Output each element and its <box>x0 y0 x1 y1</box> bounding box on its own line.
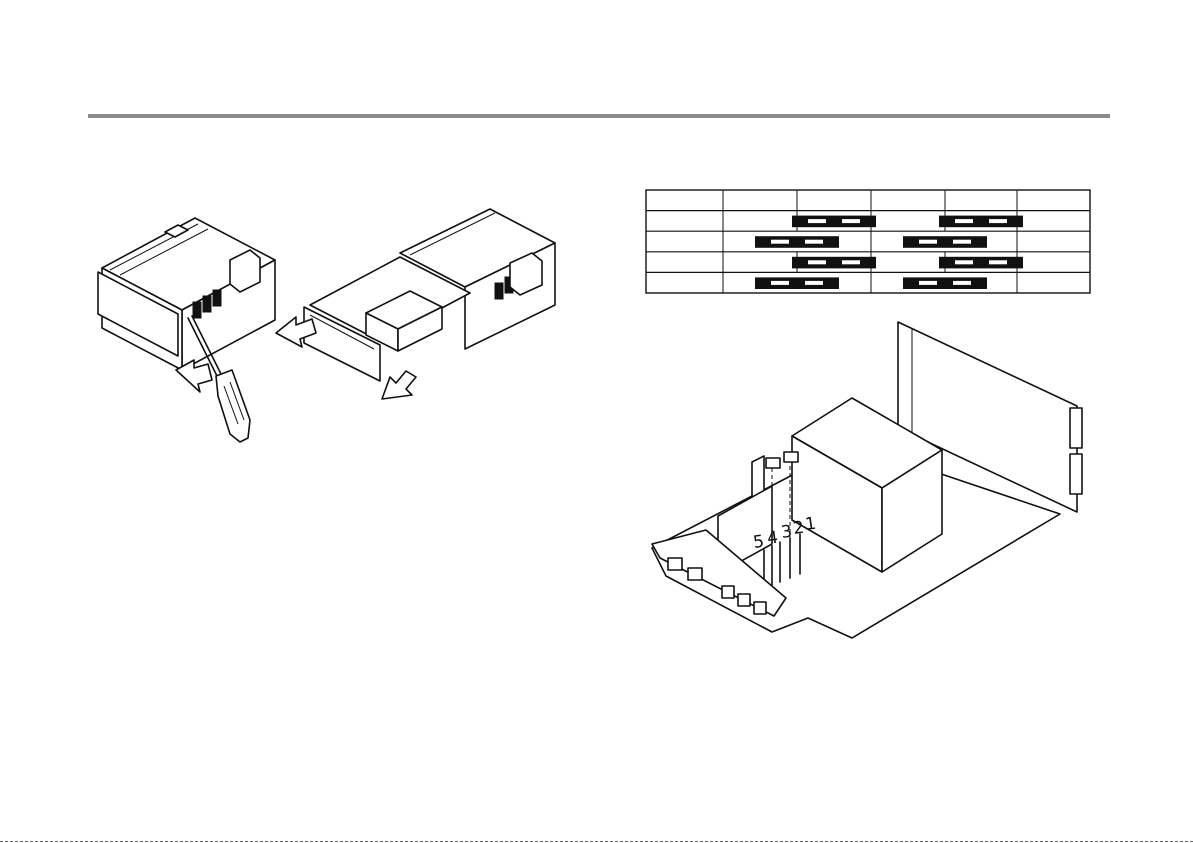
jumper-contact <box>805 281 823 285</box>
jumper-contact <box>919 240 937 244</box>
jumper-body <box>903 277 987 289</box>
jumper-body <box>755 236 839 248</box>
jumper-configuration-table <box>645 189 1091 293</box>
jumper-contact <box>771 281 789 285</box>
jumper-block <box>903 236 987 248</box>
instrument-board-withdrawn <box>270 205 570 405</box>
jumper-block <box>903 277 987 289</box>
jumper-contact <box>989 260 1007 264</box>
jumper-contact <box>953 281 971 285</box>
jumper-body <box>939 216 1023 228</box>
instrument-with-screwdriver <box>90 210 290 455</box>
jumper-contact <box>842 219 860 223</box>
jumper-body <box>792 216 876 228</box>
jumper-body <box>792 257 876 269</box>
jumper-contact <box>955 219 973 223</box>
jumper-contact <box>919 281 937 285</box>
arrow-withdraw-down-icon <box>382 371 416 399</box>
jumper-contact <box>805 240 823 244</box>
jumper-block <box>939 216 1023 228</box>
jumper-block <box>755 277 839 289</box>
jumper-contact <box>771 240 789 244</box>
jumper-contact <box>808 260 826 264</box>
top-rule <box>88 114 1110 118</box>
jumper-contact <box>955 260 973 264</box>
jumper-contact <box>953 240 971 244</box>
jumper-contact <box>989 219 1007 223</box>
jumper-block <box>939 257 1023 269</box>
jumper-block <box>755 236 839 248</box>
jumper-contact <box>842 260 860 264</box>
table-outline <box>646 190 1090 293</box>
jumper-body <box>755 277 839 289</box>
jumper-block <box>792 257 876 269</box>
bottom-rule <box>0 841 1193 842</box>
jumper-block <box>792 216 876 228</box>
jumper-body <box>939 257 1023 269</box>
jumper-contact <box>808 219 826 223</box>
instrument-housing-closed <box>98 218 275 370</box>
jumper-body <box>903 236 987 248</box>
